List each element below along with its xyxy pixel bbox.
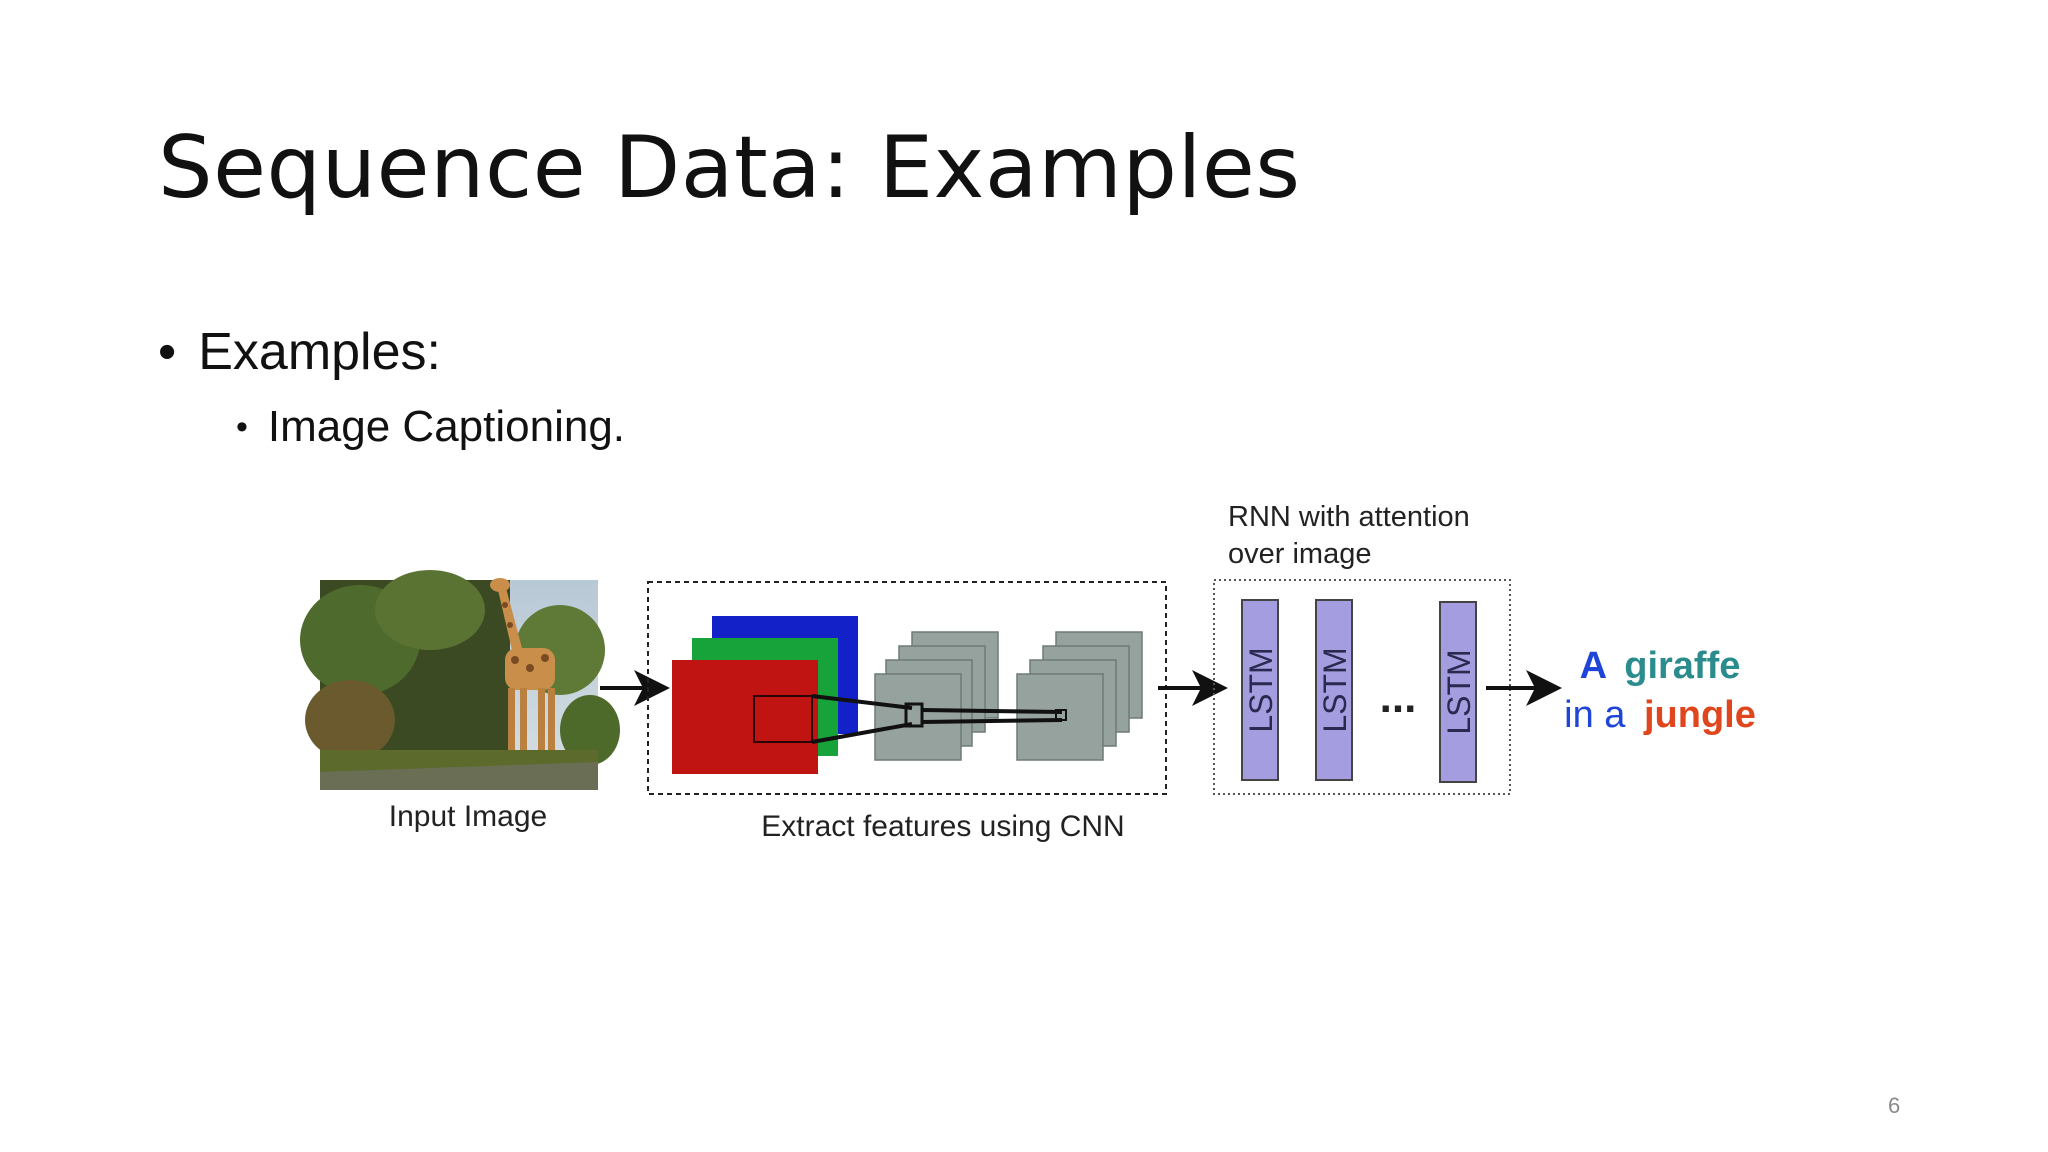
lstm-cell: LSTM — [1439, 601, 1477, 783]
svg-text:A giraffe: A giraffe — [1580, 645, 1741, 687]
cnn-label: Extract features using CNN — [761, 810, 1124, 843]
lstm-ellipsis: ... — [1380, 673, 1417, 722]
rgb-channels-icon — [672, 616, 858, 774]
svg-text:in a jungle: in a jungle — [1564, 694, 1756, 736]
rnn-label-line2: over image — [1228, 538, 1371, 570]
caption-word-giraffe: giraffe — [1624, 645, 1740, 687]
bullet-dot-icon: • — [158, 323, 177, 381]
rnn-label-line1: RNN with attention — [1228, 501, 1470, 533]
page-number: 6 — [1888, 1093, 1901, 1118]
convolution-projection-lines — [811, 694, 1067, 744]
input-image-label: Input Image — [389, 800, 547, 833]
caption-word-jungle: jungle — [1643, 694, 1756, 736]
bullet-image-captioning: • Image Captioning. — [236, 402, 625, 452]
giraffe-photo-icon — [300, 570, 620, 790]
bullet-examples-text: Examples: — [198, 323, 441, 381]
bullet-examples: • Examples: — [158, 322, 441, 382]
lstm-cell: LSTM — [1315, 599, 1353, 781]
svg-text:LSTM: LSTM — [1441, 649, 1477, 734]
caption-words-in-a: in a — [1564, 694, 1626, 736]
bullet-dot-icon: • — [236, 407, 248, 446]
caption-word-a: A — [1580, 645, 1607, 687]
svg-text:LSTM: LSTM — [1243, 647, 1279, 732]
lstm-cell: LSTM — [1241, 599, 1279, 781]
generated-caption: A giraffe in a jungle — [1564, 645, 1756, 736]
bullet-image-captioning-text: Image Captioning. — [267, 402, 626, 451]
feature-maps-stack-1 — [874, 631, 999, 761]
feature-maps-stack-2 — [1016, 631, 1143, 761]
slide-title: Sequence Data: Examples — [158, 118, 1301, 218]
svg-text:LSTM: LSTM — [1317, 647, 1353, 732]
